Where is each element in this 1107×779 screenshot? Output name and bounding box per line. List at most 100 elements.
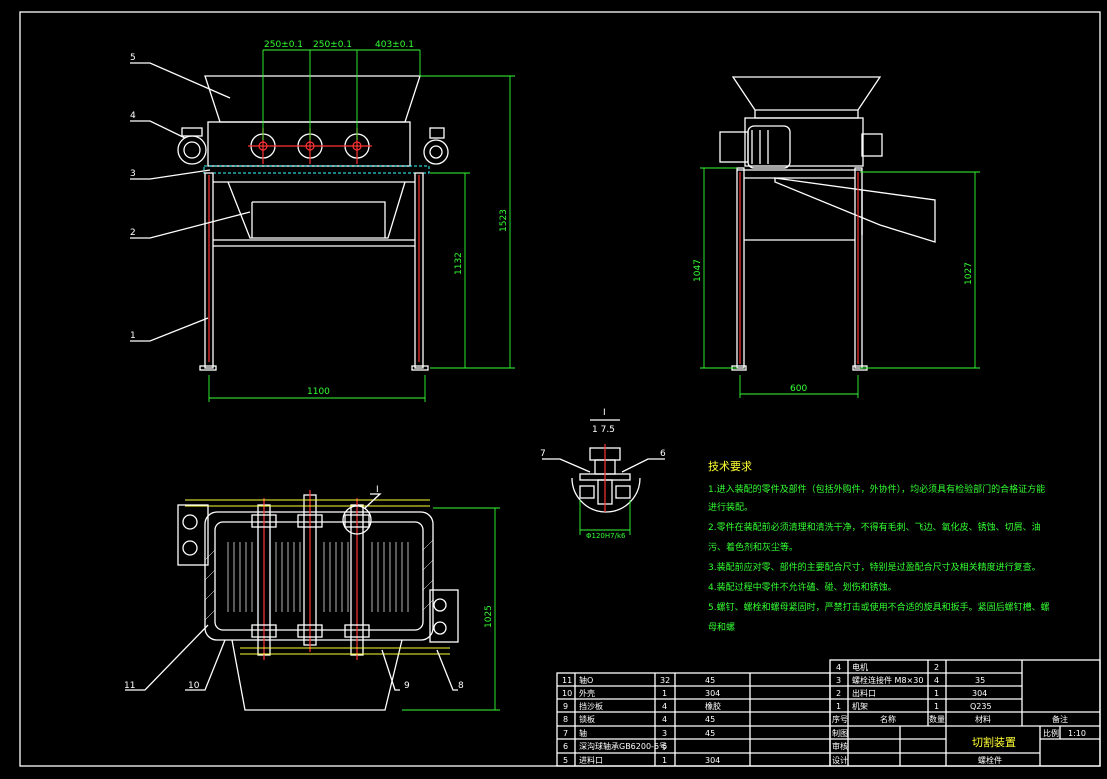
drawing-border: [19, 11, 1101, 767]
bom-row-qty: 1: [662, 689, 667, 698]
bom-row-qty: 2: [934, 663, 939, 672]
balloon-5: 5: [130, 53, 136, 63]
bom-row-no: 9: [563, 702, 568, 711]
ratio-value: 1:10: [1068, 729, 1086, 738]
bom-row-qty: 1: [934, 689, 939, 698]
front-dimensions: [208, 49, 515, 402]
plan-outlet-trapezoid: [231, 639, 403, 711]
bom-row-mat: 304: [972, 689, 987, 698]
front-frame: [199, 172, 429, 371]
drawing-title: 切割装置: [972, 735, 1016, 749]
bom-row-mat: 45: [705, 715, 715, 724]
bom-row-mat: Q235: [970, 702, 992, 711]
front-centerlines: [208, 128, 420, 362]
balloon-9: 9: [404, 681, 410, 691]
bom-row-name: 出料口: [852, 688, 876, 698]
side-frame: [731, 167, 868, 371]
tech-line-2: 进行装配。: [708, 501, 753, 513]
plan-dimensions: [402, 507, 500, 711]
dim-top-3: 403±0.1: [375, 40, 414, 50]
bom-header-note: 备注: [1052, 714, 1068, 724]
side-dimensions: [700, 167, 980, 398]
tech-line-3: 2.零件在装配前必须清理和清洗干净，不得有毛刺、飞边、氧化皮、锈蚀、切屑、油: [708, 521, 1041, 533]
tech-line-6: 4.装配过程中零件不允许磕、碰、划伤和锈蚀。: [708, 581, 897, 593]
front-motor-left: [177, 127, 207, 165]
title-row-label-2: 审核: [832, 741, 848, 751]
tech-title: 技术要求: [708, 460, 752, 473]
front-housing: [207, 121, 411, 167]
balloon-plan-I: I: [376, 485, 379, 495]
bom-row-name: 轴O: [579, 675, 593, 685]
dim-front-width: 1100: [307, 387, 330, 397]
bom-header-qty: 数量: [929, 714, 945, 724]
balloon-4: 4: [130, 111, 136, 121]
tech-line-4: 污、着色剂和灰尘等。: [708, 541, 798, 553]
side-centerlines: [739, 172, 859, 364]
bom-row-name: 螺栓连接件 M8×30: [852, 675, 923, 685]
detail-view: I 1 7.5 7 6 Φ120H7/k6: [540, 408, 666, 540]
tech-line-5: 3.装配前应对零、部件的主要配合尺寸，特别是过盈配合尺寸及相关精度进行复查。: [708, 561, 1041, 573]
plan-blades: [227, 542, 409, 612]
bom-row-name: 机架: [852, 701, 868, 711]
side-housing: [744, 117, 864, 167]
bom-row-no: 11: [562, 676, 572, 685]
bom-row-no: 5: [563, 756, 568, 765]
balloon-3: 3: [130, 169, 136, 179]
plan-detail-circle: [342, 505, 372, 535]
front-view: 250±0.1 250±0.1 403±0.1 1523 1132 1100 5…: [130, 40, 515, 402]
plan-hatch: [204, 539, 434, 621]
title-footer: 螺栓件: [978, 755, 1002, 765]
bom-row-mat: 橡胶: [705, 701, 721, 711]
side-motor: [719, 125, 883, 169]
bom-row-mat: 304: [705, 756, 720, 765]
title-row-label-3: 设计: [832, 755, 848, 765]
ratio-label: 比例: [1043, 728, 1059, 738]
bom-header-no: 序号: [832, 714, 848, 724]
balloon-11: 11: [124, 681, 135, 691]
detail-scale: 1 7.5: [592, 425, 615, 435]
detail-label: I: [603, 408, 606, 418]
bom-row-name: 轴: [579, 728, 587, 738]
bom-header-mat: 材料: [975, 714, 991, 724]
dim-top-2: 250±0.1: [313, 40, 352, 50]
side-chute: [774, 177, 936, 243]
front-chute: [227, 181, 406, 239]
bom-header-name: 名称: [880, 714, 896, 724]
title-row-label-1: 制图: [832, 728, 848, 738]
bom-row-qty: 3: [662, 729, 667, 738]
side-view: 1047 1027 600: [693, 76, 980, 398]
tech-line-1: 1.进入装配的零件及部件（包括外购件，外协件），均必须具有检验部门的合格证方能: [708, 483, 1045, 495]
bom-row-mat: 35: [975, 676, 985, 685]
plan-housing-outer: [204, 511, 434, 641]
bom-row-no: 10: [562, 689, 572, 698]
dim-front-frame-height: 1132: [454, 252, 464, 275]
bom-row-no: 8: [563, 715, 568, 724]
dim-side-left-height: 1047: [693, 259, 703, 282]
bom-row-mat: 45: [705, 676, 715, 685]
detail-outline: [571, 477, 641, 513]
bom-row-name: 深沟球轴承GB6200-6号: [579, 741, 667, 751]
bom-row-qty: 1: [662, 756, 667, 765]
bom-row-no: 6: [563, 742, 568, 751]
bom-row-no: 4: [836, 663, 841, 672]
bom-right: [829, 659, 1101, 767]
front-hopper: [204, 75, 421, 123]
dim-front-total-height: 1523: [499, 209, 509, 232]
bom-row-name: 进料口: [579, 755, 603, 765]
bom-left-text: 11 轴O 32 45 10 外壳 1 304 9 挡沙板 4 橡胶 8 锁板 …: [562, 675, 721, 765]
bom-row-qty: 4: [934, 676, 939, 685]
plan-motor-right: [429, 589, 459, 643]
bom-left: [556, 672, 831, 767]
dim-plan-height: 1025: [484, 605, 494, 628]
bom-row-qty: 6: [662, 742, 667, 751]
bom-row-mat: 45: [705, 729, 715, 738]
balloon-1: 1: [130, 331, 136, 341]
side-hopper: [731, 76, 882, 119]
bom-row-qty: 4: [662, 702, 667, 711]
tech-line-8: 母和螺: [708, 622, 735, 633]
front-leaders: [130, 62, 251, 342]
bom-row-name: 外壳: [579, 688, 595, 698]
plan-housing-inner: [214, 521, 424, 631]
detail-diameter: Φ120H7/k6: [586, 532, 626, 540]
